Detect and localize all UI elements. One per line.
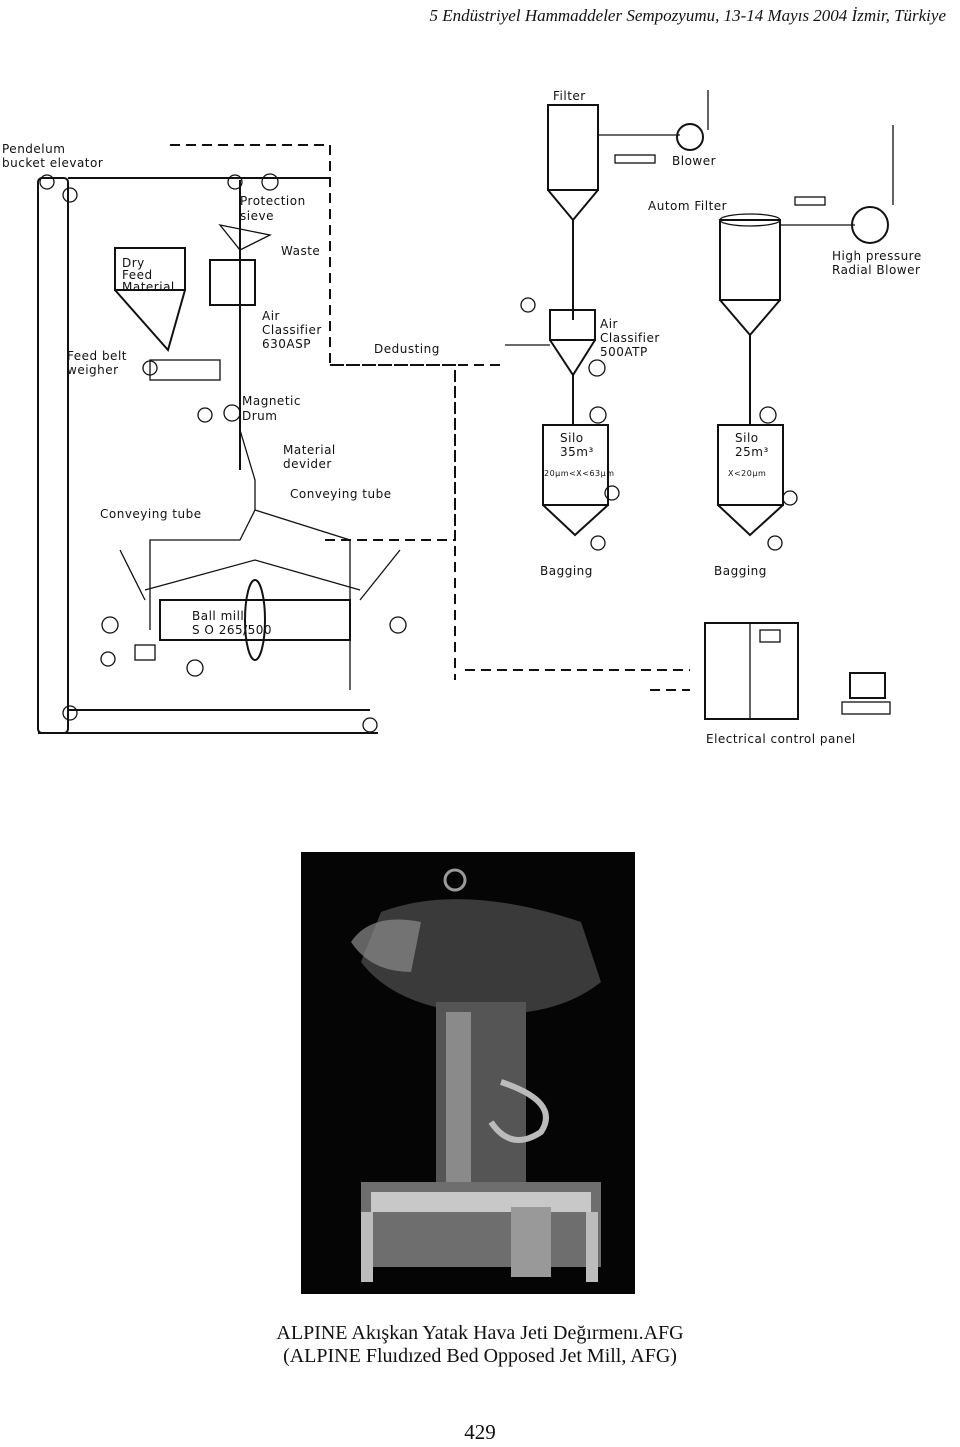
running-header: 5 Endüstriyel Hammaddeler Sempozyumu, 13… bbox=[429, 6, 946, 25]
label-drum: Drum bbox=[242, 409, 277, 423]
silos bbox=[542, 406, 798, 551]
label-pendelum: Pendelum bbox=[2, 142, 65, 156]
label-air-left: Air bbox=[262, 309, 280, 323]
label-autom-filter: Autom Filter bbox=[648, 199, 727, 213]
label-silo1-name: Silo bbox=[560, 431, 584, 445]
jet-mill-photo bbox=[301, 852, 635, 1294]
label-blower: Blower bbox=[672, 154, 716, 168]
caption-line-1: ALPINE Akışkan Yatak Hava Jeti Değırmenı… bbox=[276, 1322, 684, 1344]
label-dedusting: Dedusting bbox=[374, 342, 440, 356]
label-material-divider-1: Material bbox=[283, 443, 336, 457]
label-bagging1: Bagging bbox=[540, 564, 593, 578]
label-model-left: 630ASP bbox=[262, 337, 311, 351]
label-weigher: weigher bbox=[67, 363, 119, 377]
dedusting-ducts bbox=[170, 144, 690, 691]
filter-blower bbox=[547, 90, 709, 320]
bucket-elevator bbox=[37, 173, 378, 734]
process-flow-diagram: Pendelum bucket elevator Filter Blower P… bbox=[2, 89, 922, 746]
label-filter: Filter bbox=[553, 89, 586, 103]
label-classifier-right: Classifier bbox=[600, 331, 660, 345]
feed-section bbox=[114, 180, 351, 690]
label-radial-blower: Radial Blower bbox=[832, 263, 920, 277]
label-classifier-left: Classifier bbox=[262, 323, 322, 337]
label-silo1-range: 20μm<X<63μm bbox=[544, 469, 615, 478]
label-material: Material bbox=[122, 280, 175, 294]
label-sieve: sieve bbox=[240, 209, 274, 223]
label-dry: Dry bbox=[122, 256, 145, 270]
label-bagging2: Bagging bbox=[714, 564, 767, 578]
label-waste: Waste bbox=[281, 244, 320, 258]
label-feed: Feed bbox=[122, 268, 153, 282]
page-number: 429 bbox=[464, 1420, 496, 1444]
caption-line-2: (ALPINE Fluıdızed Bed Opposed Jet Mill, … bbox=[283, 1345, 677, 1367]
label-conveying-tube-right: Conveying tube bbox=[290, 487, 392, 501]
label-feed-belt: Feed belt bbox=[67, 349, 127, 363]
label-protection: Protection bbox=[240, 194, 306, 208]
label-model-right: 500ATP bbox=[600, 345, 648, 359]
label-ball-mill-model: S O 265/500 bbox=[192, 623, 272, 637]
label-high-pressure: High pressure bbox=[832, 249, 922, 263]
label-air-right: Air bbox=[600, 317, 618, 331]
label-ball-mill: Ball mill bbox=[192, 609, 244, 623]
ball-mill bbox=[100, 549, 407, 677]
autom-filter-and-blower bbox=[719, 125, 894, 425]
label-silo2-name: Silo bbox=[735, 431, 759, 445]
label-silo1-volume: 35m³ bbox=[560, 445, 594, 459]
electrical-control-panel bbox=[704, 622, 891, 720]
label-silo2-range: X<20μm bbox=[728, 469, 766, 478]
label-control-panel: Electrical control panel bbox=[706, 732, 856, 746]
label-magnetic: Magnetic bbox=[242, 394, 301, 408]
label-bucket-elevator: bucket elevator bbox=[2, 156, 103, 170]
label-material-divider-2: devider bbox=[283, 457, 332, 471]
label-silo2-volume: 25m³ bbox=[735, 445, 769, 459]
label-conveying-tube-left: Conveying tube bbox=[100, 507, 202, 521]
figure-caption: ALPINE Akışkan Yatak Hava Jeti Değırmenı… bbox=[0, 1322, 960, 1368]
air-classifier-500atp bbox=[505, 297, 606, 425]
